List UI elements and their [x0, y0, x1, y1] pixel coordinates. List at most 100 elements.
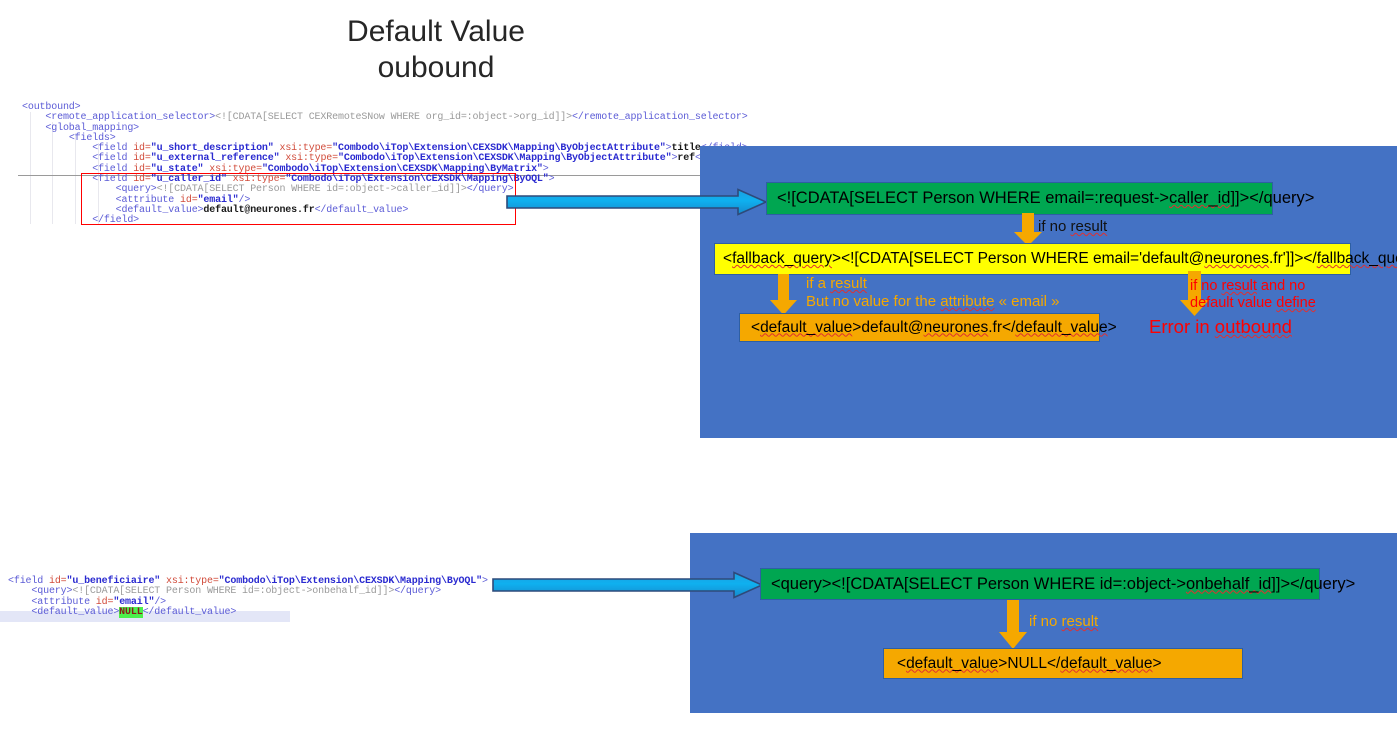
code-token: > — [481, 576, 488, 587]
code-token: /> — [238, 194, 251, 206]
no-default-line2: default value define — [1190, 295, 1316, 311]
default-value-callout-bottom: <default_value>NULL</default_value> — [883, 648, 1243, 679]
code-token: <remote_application_selector> — [45, 112, 216, 124]
code-line: <remote_application_selector><![CDATA[SE… — [22, 112, 748, 124]
error-in-outbound-label: Error in outbound — [1149, 316, 1292, 338]
code-token: id= — [180, 194, 198, 206]
fallback-query-callout-text: <fallback_query><![CDATA[SELECT Person W… — [723, 250, 1397, 267]
code-line: <attribute id="email"/> — [8, 596, 488, 608]
code-token: "u_beneficiaire" — [66, 576, 161, 587]
code-token: xsi:type= — [273, 143, 333, 155]
code-line: <default_value>NULL</default_value> — [8, 606, 488, 618]
query-callout-bottom-text: <query><![CDATA[SELECT Person WHERE id=:… — [771, 574, 1356, 593]
error-text: Error in outbound — [1149, 316, 1292, 337]
code-token: id= — [133, 163, 151, 175]
query-callout-top-text: <![CDATA[SELECT Person WHERE email=:requ… — [777, 189, 1315, 207]
code-token: </field> — [92, 215, 140, 227]
default-value-callout-top-text: <default_value>default@neurones.fr</defa… — [751, 318, 1117, 336]
code-token: "Combodo\iTop\Extension\CEXSDK\Mapping\B… — [332, 143, 666, 155]
if-no-result-label-bottom: if no result — [1029, 613, 1098, 630]
no-default-line1: if no result and no — [1190, 278, 1306, 294]
code-token: xsi:type= — [203, 163, 262, 175]
code-token: <query> — [31, 586, 73, 598]
if-no-result-text: if no result — [1029, 613, 1099, 630]
down-arrow-icon — [1013, 213, 1043, 247]
code-token: id= — [133, 174, 151, 186]
code-token: <field — [8, 576, 49, 587]
code-line: <fields> — [22, 133, 748, 144]
no-default-value-annotation: if no result and no default value define — [1190, 278, 1316, 312]
code-line: <field id="u_caller_id" xsi:type="Combod… — [22, 174, 748, 186]
code-token: <attribute — [115, 194, 180, 206]
code-line: <default_value>default@neurones.fr</defa… — [22, 205, 748, 216]
page-title: Default Value oubound — [347, 15, 525, 84]
caller-id-field-highlight-box — [81, 173, 516, 225]
code-token: "email" — [197, 194, 239, 206]
code-line: <outbound> — [22, 102, 748, 113]
indent-guide — [52, 122, 53, 224]
code-token: xsi:type= — [279, 153, 338, 165]
code-line: </field> — [22, 216, 748, 226]
code-token: <query> — [115, 184, 157, 196]
code-token: <![CDATA[SELECT Person WHERE id=:object-… — [156, 184, 467, 196]
code-token: <default_value> — [31, 606, 120, 618]
code-token: <field — [92, 143, 134, 155]
down-arrow-icon — [770, 274, 798, 316]
indent-guide — [30, 112, 31, 224]
code-block-outbound: <outbound> <remote_application_selector>… — [22, 102, 748, 227]
code-token: <field — [92, 153, 134, 165]
code-token: "u_external_reference" — [150, 153, 280, 165]
code-token: "Combodo\iTop\Extension\CEXSDK\Mapping\B… — [338, 153, 672, 165]
code-token: <![CDATA[SELECT Person WHERE id=:object-… — [72, 586, 395, 598]
code-line: <query><![CDATA[SELECT Person WHERE id=:… — [22, 185, 748, 195]
right-arrow-icon — [506, 188, 768, 216]
code-token: "u_caller_id" — [150, 174, 227, 186]
down-arrow-icon — [998, 600, 1028, 650]
code-token: </remote_application_selector> — [572, 112, 748, 124]
code-token: NULL — [119, 606, 143, 618]
fallback-query-callout: <fallback_query><![CDATA[SELECT Person W… — [714, 243, 1397, 275]
code-token: </query> — [394, 586, 441, 598]
code-token: id= — [133, 143, 151, 155]
right-arrow-icon — [492, 571, 764, 599]
default-value-callout-bottom-text: <default_value>NULL</default_value> — [897, 654, 1162, 672]
code-token: "email" — [113, 596, 155, 608]
code-line: <query><![CDATA[SELECT Person WHERE id=:… — [8, 587, 488, 597]
code-token: <global_mapping> — [45, 122, 140, 134]
down-arrow-icon — [1180, 271, 1210, 317]
code-token: </default_value> — [142, 606, 237, 618]
if-no-result-label-top: if no result — [1038, 218, 1107, 235]
code-token: "Combodo\iTop\Extension\CEXSDK\Mapping\B… — [285, 174, 549, 186]
code-token: ref — [677, 153, 695, 165]
code-token: > — [671, 153, 678, 165]
indent-guide — [98, 143, 99, 224]
code-token: <![CDATA[SELECT CEXRemoteSNow WHERE org_… — [215, 112, 573, 124]
default-value-callout-top: <default_value>default@neurones.fr</defa… — [739, 313, 1117, 342]
code-token: xsi:type= — [160, 576, 219, 587]
code-token: > — [542, 163, 549, 175]
code-token: <field — [92, 163, 134, 175]
code-token: id= — [48, 576, 67, 587]
horizontal-rule — [18, 175, 706, 176]
selected-line-highlight — [0, 611, 290, 622]
code-token: > — [665, 143, 672, 155]
code-line: <attribute id="email"/> — [22, 194, 748, 206]
if-a-result-line1: if a result — [806, 275, 867, 292]
code-line: <field id="u_state" xsi:type="Combodo\iT… — [22, 163, 748, 175]
code-token: </query> — [466, 184, 514, 196]
if-a-result-line2: But no value for the attribute « email » — [806, 293, 1060, 310]
if-a-result-annotation: if a result But no value for the attribu… — [806, 275, 1060, 311]
code-token: /> — [154, 596, 167, 608]
query-callout-bottom: <query><![CDATA[SELECT Person WHERE id=:… — [760, 568, 1355, 600]
if-no-result-text: if no result — [1038, 218, 1108, 235]
code-token: "u_short_description" — [150, 143, 274, 155]
code-token: <field — [92, 174, 134, 186]
code-line: <field id="u_beneficiaire" xsi:type="Com… — [8, 576, 488, 587]
code-token: > — [548, 174, 555, 186]
code-line: <global_mapping> — [22, 122, 748, 134]
code-block-beneficiaire: <field id="u_beneficiaire" xsi:type="Com… — [8, 576, 488, 618]
code-token: "Combodo\iTop\Extension\CEXSDK\Mapping\B… — [218, 576, 482, 587]
code-token: id= — [133, 153, 151, 165]
code-token: id= — [95, 596, 114, 608]
code-token: <attribute — [31, 596, 96, 608]
